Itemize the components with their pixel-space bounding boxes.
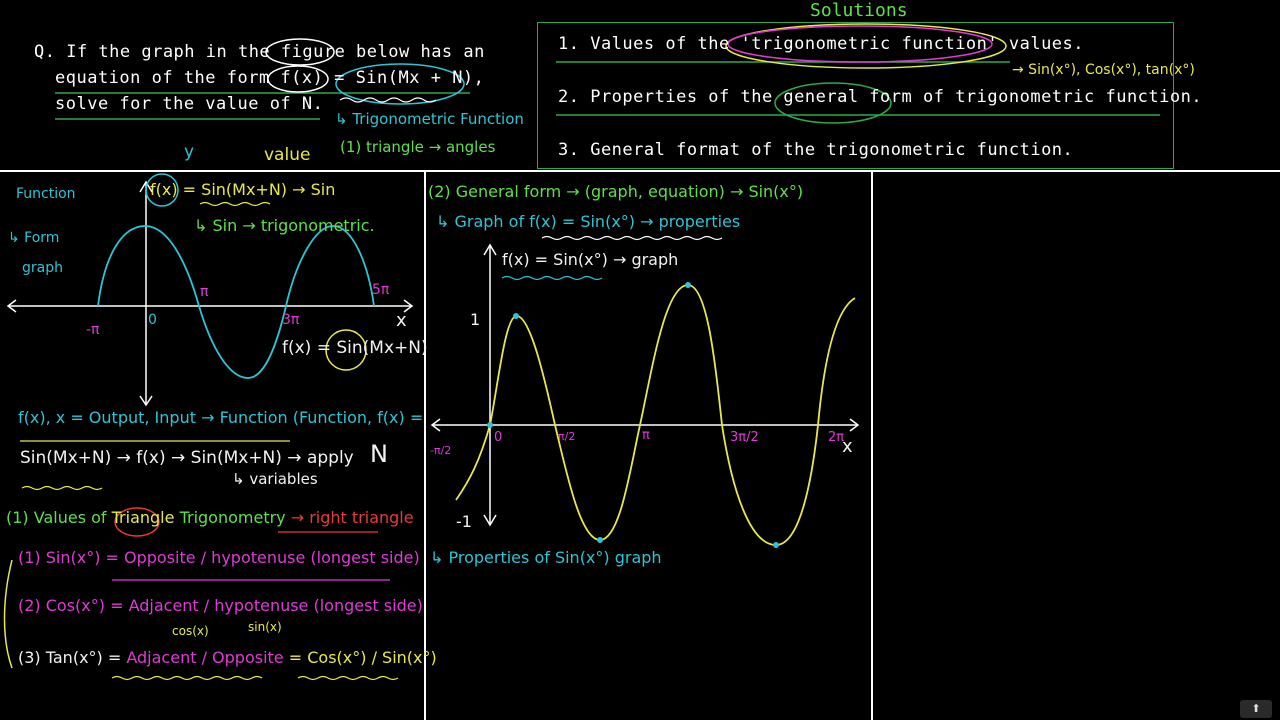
question-line-1: Q. If the graph in the figure below has … [34,42,485,62]
note-trig-function: ↳ Trigonometric Function [335,110,524,128]
left-variables: ↳ variables [232,470,318,488]
question-line-3: solve for the value of N. [55,94,324,114]
left-axis-x: x [396,310,407,331]
mid-axis-x: x [842,436,853,457]
mid-tick-zero: 0 [494,430,503,445]
solutions-box [537,22,1174,169]
left-triangle-word: Triangle [111,508,175,527]
left-tan-rhs: = Cos(x°) / Sin(x°) [288,648,437,667]
mid-tick-pi: π [642,428,650,443]
left-tan-line: (3) Tan(x°) = Adjacent / Opposite = Cos(… [18,648,437,667]
solution-item-2: 2. Properties of the general form of tri… [558,87,1203,107]
left-fx-eq: f(x) = Sin(Mx+N) [282,338,428,358]
mid-tick-3pi-half: 3π/2 [730,430,759,445]
mid-tick-one: 1 [470,310,481,329]
left-cos-small: cos(x) [172,624,209,638]
left-tan-lhs: (3) Tan(x°) = [18,648,122,667]
left-tan-mid: Adjacent / Opposite [126,648,284,667]
left-trig-word: Trigonometry [179,508,286,527]
left-values-line: (1) Values of Triangle Trigonometry → ri… [6,508,414,527]
question-line-2: equation of the form f(x) = Sin(Mx + N), [55,68,485,88]
left-form-label: ↳ Form [8,230,60,246]
left-fx-def-text: f(x) = Sin(Mx+N) → Sin [150,180,336,199]
note-triangle-angles: (1) triangle → angles [340,138,496,156]
left-values-label: (1) Values of [6,508,107,527]
left-fx-def: f(x) = Sin(Mx+N) → Sin [150,180,335,199]
left-sin-small: sin(x) [248,620,282,634]
mid-tick-2pi: 2π [828,430,845,445]
solution-item-1: 1. Values of the 'trigonometric function… [558,34,1085,54]
left-function-label: Function [16,186,76,202]
mid-general-form: (2) General form → (graph, equation) → S… [428,182,804,201]
mid-fx-graph: f(x) = Sin(x°) → graph [502,250,679,269]
scroll-up-button[interactable]: ⬆ [1240,700,1272,718]
left-sin-line: (1) Sin(x°) = Opposite / hypotenuse (lon… [18,548,420,567]
left-io-line: f(x), x = Output, Input → Function (Func… [18,408,424,427]
left-tick-pi: π [200,284,209,300]
mid-tick-pi-half: π/2 [558,430,576,443]
left-graph-label: graph [22,260,63,276]
left-tick-3pi: 3π [282,312,300,328]
left-tick-zero: 0 [148,312,157,328]
left-tick-neg-pi: -π [86,322,100,338]
solution-item-3: 3. General format of the trigonometric f… [558,140,1074,160]
left-sin-trig: ↳ Sin → trigonometric. [194,216,375,235]
solutions-title: Solutions [810,0,908,21]
left-n-label: N [370,440,388,468]
mid-graph-of: ↳ Graph of f(x) = Sin(x°) → properties [436,212,741,231]
mid-tick-neg-pi-half: -π/2 [430,444,452,457]
left-cos-line: (2) Cos(x°) = Adjacent / hypotenuse (lon… [18,596,423,615]
left-tick-5pi: 5π [372,282,390,298]
left-apply-text: Sin(Mx+N) → f(x) → Sin(Mx+N) → apply [20,448,354,468]
note-sin-cos-tan: → Sin(x°), Cos(x°), tan(x°) [1012,62,1195,78]
note-value: value [264,145,311,165]
left-right-triangle: → right triangle [290,508,414,527]
left-apply-line: Sin(Mx+N) → f(x) → Sin(Mx+N) → apply [20,448,354,468]
note-y: y [184,142,195,162]
mid-tick-neg-one: -1 [456,512,472,531]
mid-properties: ↳ Properties of Sin(x°) graph [430,548,662,567]
